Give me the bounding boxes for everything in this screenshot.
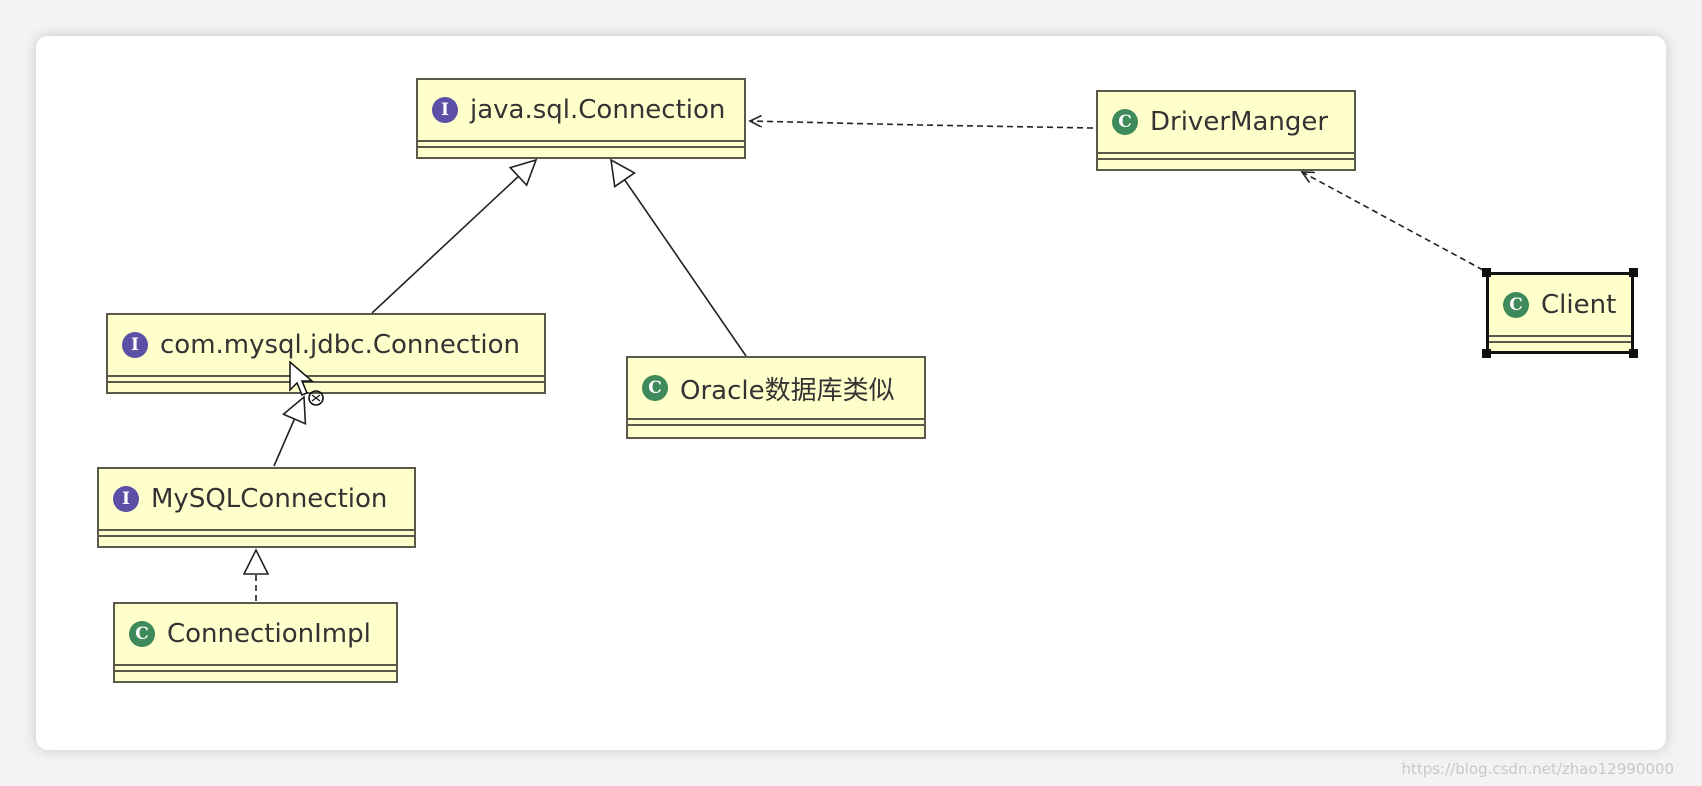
interface-icon: I	[122, 332, 148, 358]
class-name: DriverManger	[1150, 107, 1329, 137]
interface-icon: I	[113, 486, 139, 512]
interface-icon: I	[432, 97, 458, 123]
uml-header: I com.mysql.jdbc.Connection	[108, 315, 544, 377]
class-icon: C	[642, 375, 668, 401]
resize-handle-top-left[interactable]	[1482, 268, 1491, 277]
uml-class-driver-manger[interactable]: C DriverManger	[1096, 90, 1356, 171]
attributes-compartment	[99, 531, 414, 537]
attributes-compartment	[1489, 337, 1631, 343]
resize-handle-top-right[interactable]	[1629, 268, 1638, 277]
uml-interface-com-mysql-jdbc-connection[interactable]: I com.mysql.jdbc.Connection	[106, 313, 546, 394]
uml-header: C DriverManger	[1098, 92, 1354, 154]
class-name: Oracle数据库类似	[680, 375, 895, 406]
class-name: java.sql.Connection	[470, 95, 726, 125]
attributes-compartment	[418, 142, 744, 148]
class-name: ConnectionImpl	[167, 619, 371, 649]
attributes-compartment	[628, 420, 924, 426]
class-name: Client	[1541, 290, 1617, 320]
class-icon: C	[129, 621, 155, 647]
attributes-compartment	[108, 377, 544, 383]
mouse-cursor-icon	[289, 360, 324, 406]
uml-header: C ConnectionImpl	[115, 604, 396, 666]
resize-handle-bottom-left[interactable]	[1482, 349, 1491, 358]
class-icon: C	[1503, 292, 1529, 318]
uml-header: I MySQLConnection	[99, 469, 414, 531]
watermark: https://blog.csdn.net/zhao12990000	[1401, 760, 1674, 778]
uml-class-connectionimpl[interactable]: C ConnectionImpl	[113, 602, 398, 683]
uml-header: C Client	[1489, 275, 1631, 337]
uml-class-client[interactable]: C Client	[1482, 268, 1638, 358]
uml-header: C Oracle数据库类似	[628, 358, 924, 420]
uml-class-oracle[interactable]: C Oracle数据库类似	[626, 356, 926, 439]
resize-handle-bottom-right[interactable]	[1629, 349, 1638, 358]
uml-header: I java.sql.Connection	[418, 80, 744, 142]
class-icon: C	[1112, 109, 1138, 135]
attributes-compartment	[115, 666, 396, 672]
attributes-compartment	[1098, 154, 1354, 160]
uml-interface-java-sql-connection[interactable]: I java.sql.Connection	[416, 78, 746, 159]
class-name: com.mysql.jdbc.Connection	[160, 330, 520, 360]
class-name: MySQLConnection	[151, 484, 388, 514]
uml-interface-mysqlconnection[interactable]: I MySQLConnection	[97, 467, 416, 548]
